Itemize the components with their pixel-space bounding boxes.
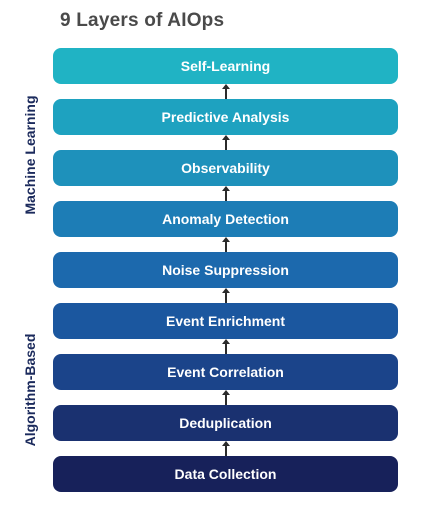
- layer-data-collection: Data Collection: [53, 456, 398, 492]
- layer-event-correlation: Event Correlation: [53, 354, 398, 390]
- up-arrow-icon: [222, 237, 230, 252]
- up-arrow-icon: [222, 186, 230, 201]
- layer-predictive-analysis: Predictive Analysis: [53, 99, 398, 135]
- up-arrow-icon: [222, 441, 230, 456]
- layer-deduplication: Deduplication: [53, 405, 398, 441]
- diagram-title: 9 Layers of AIOps: [60, 10, 225, 31]
- machine-learning-label: Machine Learning: [22, 95, 38, 215]
- layer-self-learning: Self-Learning: [53, 48, 398, 84]
- up-arrow-icon: [222, 84, 230, 99]
- algorithm-based-label: Algorithm-Based: [22, 333, 38, 447]
- layer-noise-suppression: Noise Suppression: [53, 252, 398, 288]
- layer-anomaly-detection: Anomaly Detection: [53, 201, 398, 237]
- up-arrow-icon: [222, 135, 230, 150]
- up-arrow-icon: [222, 339, 230, 354]
- up-arrow-icon: [222, 390, 230, 405]
- layer-event-enrichment: Event Enrichment: [53, 303, 398, 339]
- layer-observability: Observability: [53, 150, 398, 186]
- up-arrow-icon: [222, 288, 230, 303]
